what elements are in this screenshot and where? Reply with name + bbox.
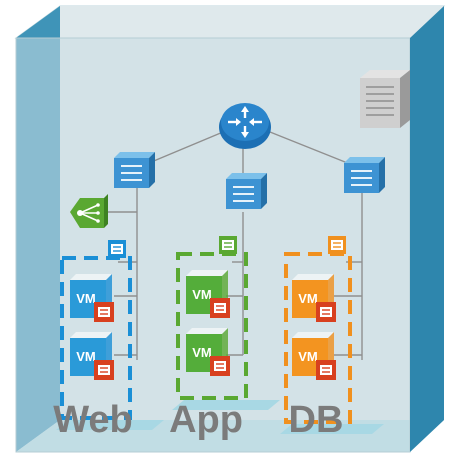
firewall-badge-icon	[94, 302, 114, 322]
tier-label-db: DB	[289, 399, 344, 441]
tier-app: VM VM App	[169, 236, 280, 441]
vm-icon: VM	[186, 328, 230, 376]
tier-label-web: Web	[53, 399, 133, 441]
tier-boundary	[284, 252, 352, 424]
tier-groups: VM VM Web VM VM App VM VM DB	[53, 236, 384, 441]
vm-icon: VM	[70, 274, 114, 322]
load-balancer-icon	[70, 194, 108, 228]
firewall-badge-icon	[316, 302, 336, 322]
box-right-face	[410, 6, 444, 452]
tier-floor-tile	[172, 400, 280, 410]
tier-floor-tile	[56, 420, 164, 430]
firewall-badge-icon	[210, 356, 230, 376]
firewall-badge-icon	[108, 240, 126, 258]
firewall-badge-icon	[94, 360, 114, 380]
vm-icon: VM	[70, 332, 114, 380]
tier-boundary	[176, 252, 248, 400]
tier-floor-tile	[280, 424, 384, 434]
vm-label: VM	[192, 287, 212, 302]
vm-icon: VM	[292, 332, 336, 380]
firewall-badge-icon	[210, 298, 230, 318]
firewall-badge-icon	[316, 360, 336, 380]
server-rack-icon	[360, 70, 410, 128]
tier-boundary	[60, 256, 132, 420]
vm-label: VM	[298, 291, 318, 306]
vm-label: VM	[192, 345, 212, 360]
vm-label: VM	[298, 349, 318, 364]
tier-label-app: App	[169, 399, 243, 441]
firewall-badge-icon	[328, 236, 346, 254]
tier-db: VM VM DB	[280, 236, 384, 441]
vm-icon: VM	[292, 274, 336, 322]
vm-label: VM	[76, 349, 96, 364]
container-box	[14, 5, 446, 453]
tier-web: VM VM Web	[53, 240, 164, 441]
vm-icon: VM	[186, 270, 230, 318]
router-icon	[219, 103, 271, 149]
switch-icon-app	[226, 173, 267, 209]
switch-icon-web	[114, 152, 155, 188]
vm-label: VM	[76, 291, 96, 306]
switch-icon-db	[344, 157, 385, 193]
firewall-badge-icon	[219, 236, 237, 254]
